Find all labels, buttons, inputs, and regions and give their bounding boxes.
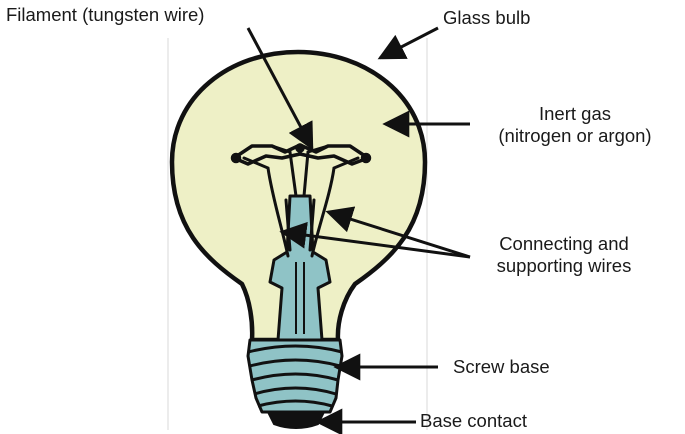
label-wires: Connecting and supporting wires: [474, 233, 654, 277]
arrow-supporting-wires: [279, 221, 471, 259]
arrow-filament: [246, 27, 314, 151]
label-glass-bulb: Glass bulb: [443, 7, 531, 28]
label-wires-line1: Connecting and: [499, 233, 629, 254]
label-filament: Filament (tungsten wire): [6, 4, 205, 25]
label-base-contact: Base contact: [420, 410, 527, 431]
label-inert-gas-line2: (nitrogen or argon): [498, 125, 652, 146]
label-wires-line2: supporting wires: [496, 255, 632, 276]
arrow-connecting-wires: [325, 206, 471, 259]
label-screw-base: Screw base: [453, 356, 550, 377]
label-inert-gas-line1: Inert gas: [539, 103, 611, 124]
leader-arrows: [246, 26, 471, 434]
arrow-glass-bulb: [377, 26, 439, 60]
base-contact: [266, 411, 326, 429]
label-inert-gas: Inert gas (nitrogen or argon): [480, 103, 670, 147]
screw-base: [246, 338, 344, 414]
